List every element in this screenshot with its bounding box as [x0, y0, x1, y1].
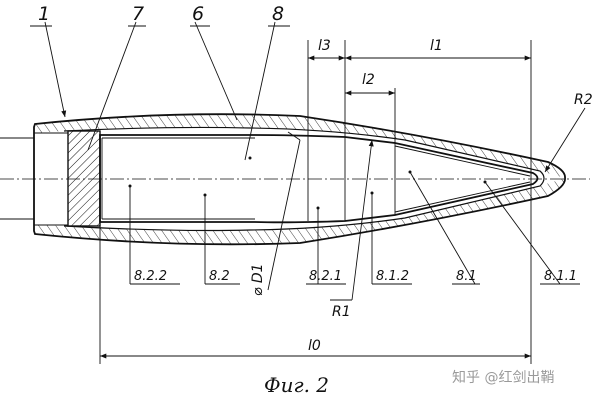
leader-R2: [544, 107, 586, 173]
dot-8-2-1: [316, 206, 320, 210]
label-l0: l0: [308, 338, 321, 354]
label-l3: l3: [318, 38, 331, 54]
label-8-1-1: 8.1.1: [544, 269, 577, 284]
dot-part-8: [248, 156, 252, 160]
tip-cone-lower: [394, 181, 531, 213]
label-part-6: 6: [192, 3, 204, 25]
dot-8-2-2: [128, 184, 132, 188]
leader-part-7: [87, 21, 137, 151]
label-R1: R1: [332, 304, 351, 320]
label-l1: l1: [430, 38, 443, 54]
dim-D1-arrow-top: [287, 131, 301, 141]
leader-R1: [351, 139, 374, 301]
figure-caption: Фиг. 2: [264, 373, 329, 397]
label-8-2-2: 8.2.2: [134, 269, 167, 284]
label-part-8: 8: [272, 3, 284, 25]
jacket-wall-bottom: [34, 178, 566, 245]
dot-8-1: [408, 170, 412, 174]
dot-8-1-2: [370, 191, 374, 195]
label-D1: ⌀ D1: [250, 263, 266, 296]
dim-D1-leader: [267, 139, 301, 291]
watermark: 知乎 @红剑出鞘: [452, 369, 554, 386]
jacket-inner-contour: [63, 126, 545, 232]
jacket-wall-top: [34, 114, 566, 178]
base-plug: [67, 130, 101, 227]
label-8-2-1: 8.2.1: [309, 269, 342, 284]
label-8-1: 8.1: [456, 269, 477, 284]
label-8-1-2: 8.1.2: [376, 269, 409, 284]
dot-8-1-1: [483, 180, 487, 184]
dot-8-2: [203, 193, 207, 197]
leader-part-1: [44, 21, 67, 118]
label-8-2: 8.2: [209, 269, 230, 284]
label-part-1: 1: [38, 3, 50, 25]
label-R2: R2: [574, 92, 593, 108]
leader-part-6: [194, 21, 238, 121]
leader-part-8: [244, 21, 276, 161]
leader-8-1: [409, 171, 476, 285]
tip-cone-upper: [394, 145, 531, 177]
label-l2: l2: [362, 72, 375, 88]
leader-8-1-1: [484, 181, 561, 285]
label-part-7: 7: [132, 3, 144, 25]
